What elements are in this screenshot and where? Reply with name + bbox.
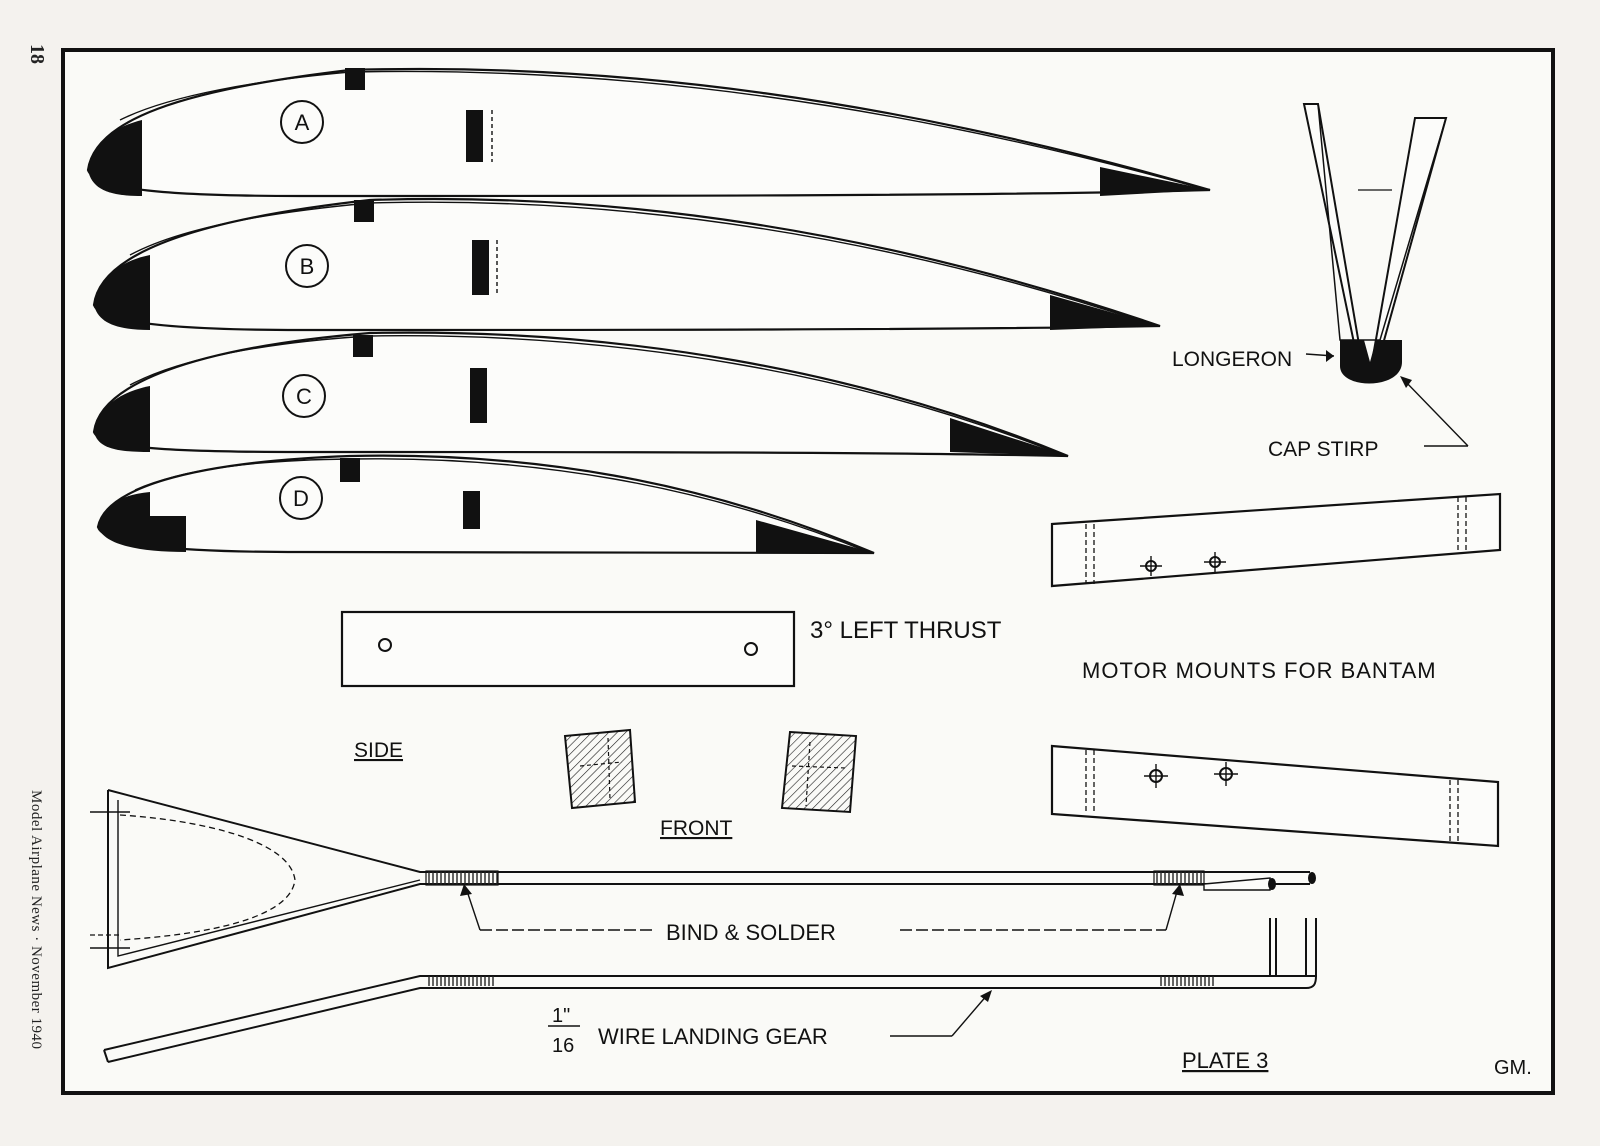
front-label: FRONT <box>660 817 732 840</box>
fraction-numerator: 1" <box>552 1005 570 1027</box>
landing-gear-upper <box>90 789 1316 970</box>
rib-b: B <box>92 197 1161 332</box>
wire-landing-gear-label: WIRE LANDING GEAR <box>598 1024 828 1049</box>
fraction-denominator: 16 <box>552 1035 574 1057</box>
rib-a: A <box>86 67 1211 198</box>
plate-label: PLATE 3 <box>1182 1048 1268 1073</box>
motor-mount-lower <box>1050 744 1500 848</box>
motor-mount-upper <box>1050 492 1502 588</box>
motor-mounts-title: MOTOR MOUNTS FOR BANTAM <box>1082 658 1437 683</box>
longeron-label: LONGERON <box>1172 348 1292 371</box>
thrust-block <box>340 610 796 688</box>
side-label: SIDE <box>354 739 403 762</box>
longeron-detail: LONGERON CAP STIRP <box>1172 103 1469 461</box>
bind-solder-label: BIND & SOLDER <box>666 920 836 945</box>
landing-gear-lower <box>103 918 1317 1063</box>
side-block <box>563 728 637 810</box>
initials: GM. <box>1494 1057 1532 1079</box>
front-block <box>780 730 858 814</box>
rib-a-label: A <box>295 110 310 135</box>
rib-c: C <box>92 331 1069 458</box>
rib-d-label: D <box>293 486 309 511</box>
rib-b-label: B <box>300 254 315 279</box>
rib-c-label: C <box>296 384 312 409</box>
thrust-label: 3° LEFT THRUST <box>810 617 1002 644</box>
rib-d: D <box>96 454 875 555</box>
cap-strip-label: CAP STIRP <box>1268 438 1378 461</box>
